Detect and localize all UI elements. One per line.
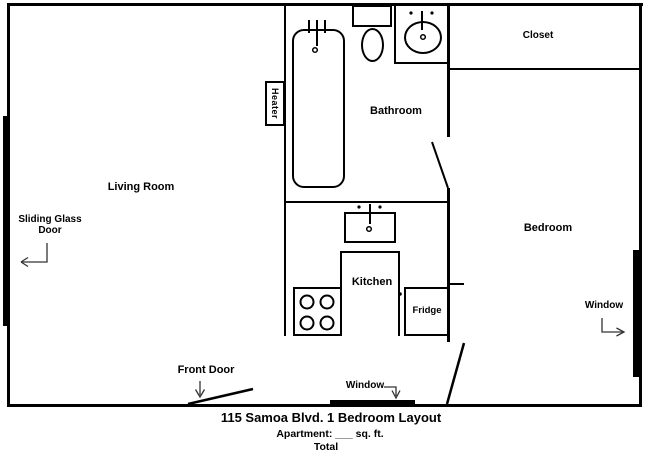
sliding-glass-door-label: Sliding Glass Door (18, 214, 82, 236)
window-bedroom-arrow (601, 318, 626, 337)
bathtub (292, 29, 345, 188)
stove (293, 287, 342, 336)
closet-label: Closet (522, 30, 554, 41)
wall-top (7, 3, 643, 6)
sliding-glass-door-label-line1: Sliding Glass (18, 214, 82, 225)
fridge-label: Fridge (412, 305, 442, 316)
toilet-bowl (361, 28, 384, 62)
counter-knob-dot (398, 292, 402, 296)
window-bottom-arrow (384, 386, 401, 400)
kitchen-sink-drain-icon (365, 225, 373, 233)
wall-bathroom-kitchen-left (284, 3, 286, 336)
sliding-glass-door (3, 116, 10, 326)
wall-bathroom-kitchen-divider (284, 201, 449, 203)
kitchen-sink-handle-right-icon (378, 205, 382, 209)
total-line: Total (313, 441, 339, 453)
bedroom-window (633, 250, 641, 377)
living-room-label: Living Room (107, 181, 175, 193)
wall-toilet-sink-divider (394, 4, 396, 63)
bathroom-door-swing-line (431, 141, 449, 189)
window-bottom-label: Window (345, 380, 385, 391)
bathroom-label: Bathroom (370, 105, 422, 117)
front-door-arrow (194, 381, 206, 399)
bathroom-sink-handle-right-icon (430, 11, 434, 15)
wall-bottom (7, 404, 642, 407)
wall-closet-bottom (450, 68, 640, 70)
bathtub-drain-icon (311, 46, 319, 54)
fridge (404, 287, 449, 336)
wall-bathroom-bedroom (447, 3, 450, 137)
bedroom-door-swing-line (445, 342, 466, 405)
front-door-swing-line (187, 387, 254, 406)
bathtub-faucet-icon (308, 20, 326, 46)
window-bedroom-label: Window (584, 300, 624, 311)
wall-bedroom-stub (447, 283, 464, 285)
bathroom-sink-handle-left-icon (409, 11, 413, 15)
heater-label: Heater (270, 87, 280, 119)
kitchen-sink-handle-left-icon (357, 205, 361, 209)
plan-title: 115 Samoa Blvd. 1 Bedroom Layout (220, 410, 442, 425)
heater: Heater (265, 81, 285, 126)
sliding-glass-door-label-line2: Door (38, 224, 62, 236)
bottom-window (330, 400, 415, 407)
kitchen-counter-top (340, 251, 400, 253)
stove-burners-icon (299, 294, 335, 331)
sliding-door-arrow (20, 243, 48, 268)
wall-sink-counter-bottom (394, 62, 449, 64)
toilet-tank (352, 5, 392, 27)
wall-kitchen-bedroom (447, 188, 450, 342)
apartment-area-line: Apartment: ___ sq. ft. (276, 428, 384, 440)
wall-right (639, 3, 642, 407)
kitchen-label: Kitchen (351, 276, 393, 288)
bathroom-sink-drain-icon (419, 33, 427, 41)
front-door-label: Front Door (177, 364, 235, 376)
bedroom-label: Bedroom (523, 222, 573, 234)
